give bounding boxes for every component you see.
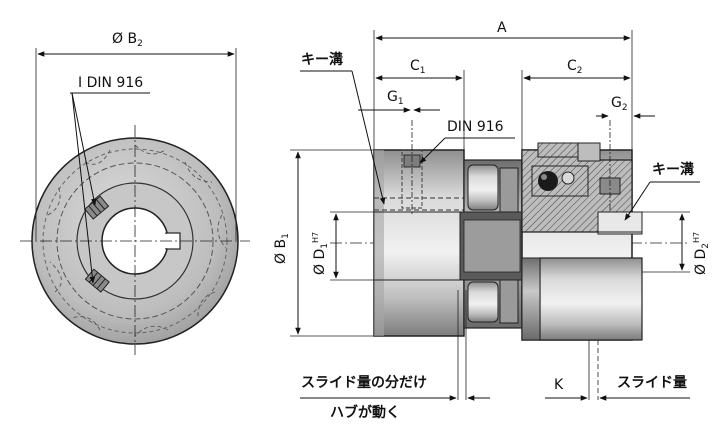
- label-d1-tol: H7: [311, 231, 320, 244]
- label-g1-sub: 1: [397, 97, 404, 107]
- label-d2: Ø D2H7: [692, 231, 711, 275]
- label-d1: Ø D1H7: [311, 231, 330, 275]
- label-b2: Ø B2: [112, 31, 143, 49]
- label-g2-sub: 2: [621, 103, 628, 113]
- label-b1-sub: 1: [281, 233, 291, 239]
- label-hub-moves: ハブが動く: [330, 405, 400, 421]
- label-b1: Ø B1: [273, 233, 291, 264]
- label-d2-sub: 2: [701, 243, 711, 249]
- label-c2-sub: 2: [576, 66, 583, 76]
- label-a: A: [497, 20, 507, 36]
- label-slide-left: スライド量の分だけ: [301, 375, 427, 391]
- label-c1: C1: [410, 58, 426, 76]
- label-g2: G2: [611, 95, 628, 113]
- mid-ring: [56, 162, 214, 320]
- label-d2-tol: H7: [692, 231, 701, 244]
- detent-ball: [538, 171, 558, 191]
- left-hub: [373, 149, 465, 337]
- label-slide-right: スライド量: [617, 375, 687, 391]
- set-screw-lower: [84, 268, 110, 293]
- label-din916-left: I DIN 916: [78, 75, 144, 91]
- label-k: K: [554, 377, 564, 393]
- label-b2-sub: 2: [137, 39, 143, 49]
- label-keyway-left: キー溝: [301, 52, 343, 68]
- side-view: [290, 30, 700, 401]
- label-din916-mid: DIN 916: [447, 119, 504, 135]
- label-g1: G1: [387, 89, 404, 107]
- label-c1-sub: 1: [419, 66, 426, 76]
- label-keyway-right: キー溝: [652, 162, 694, 178]
- label-d1-sub: 1: [320, 243, 330, 249]
- end-view: [20, 48, 250, 355]
- label-c2: C2: [567, 58, 583, 76]
